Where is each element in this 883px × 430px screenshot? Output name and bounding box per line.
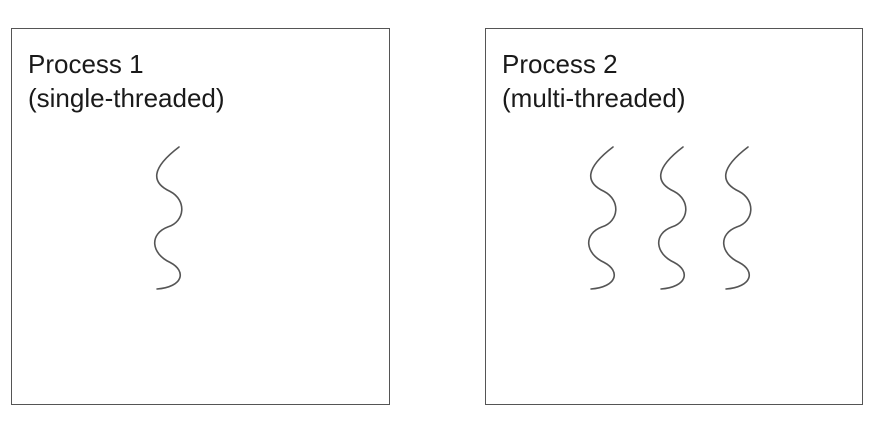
- process-1-box: Process 1 (single-threaded): [11, 28, 390, 405]
- process-2-title: Process 2 (multi-threaded): [502, 47, 686, 115]
- process-1-title: Process 1 (single-threaded): [28, 47, 225, 115]
- process-2-title-line2: (multi-threaded): [502, 83, 686, 113]
- process-2-box: Process 2 (multi-threaded): [485, 28, 863, 405]
- process-1-title-line2: (single-threaded): [28, 83, 225, 113]
- process-1-title-line1: Process 1: [28, 49, 144, 79]
- process-2-title-line1: Process 2: [502, 49, 618, 79]
